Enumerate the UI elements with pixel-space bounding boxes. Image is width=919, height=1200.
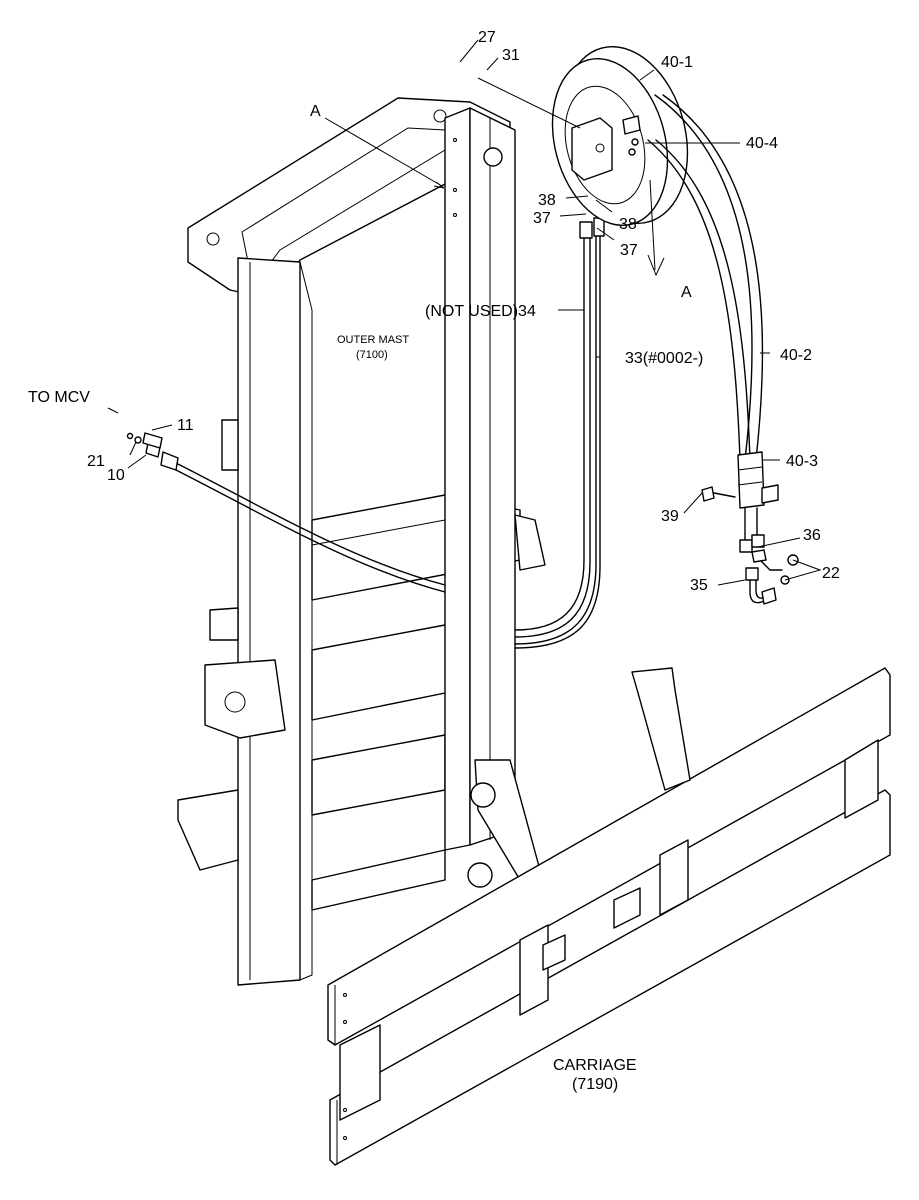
section-mark-a-bottom: A <box>681 284 692 301</box>
callout-21: 21 <box>87 453 105 470</box>
hose-40-2 <box>647 94 779 553</box>
section-marks: A A <box>310 103 692 301</box>
callout-40-2: 40-2 <box>780 347 812 364</box>
callout-27: 27 <box>478 29 496 46</box>
callout-36: 36 <box>803 527 821 544</box>
to-mcv-label: TO MCV <box>28 389 90 406</box>
callout-31: 31 <box>502 47 520 64</box>
hose-33-34 <box>514 217 605 649</box>
carriage-label: CARRIAGE <box>553 1057 637 1074</box>
callout-39: 39 <box>661 508 679 525</box>
callout-40-1: 40-1 <box>661 54 693 71</box>
inner-mast-rail <box>444 107 546 888</box>
leader-lines <box>107 39 822 586</box>
section-mark-a-top: A <box>310 103 321 120</box>
callout-37-left: 37 <box>533 210 551 227</box>
callout-10: 10 <box>107 467 125 484</box>
callouts: 27 31 40-1 40-4 38 37 38 37 (NOT USED)34… <box>87 29 840 594</box>
hose-reel <box>551 45 689 227</box>
callout-34: (NOT USED)34 <box>425 303 536 320</box>
outer-mast-label: OUTER MAST <box>337 334 409 346</box>
callout-37-right: 37 <box>620 242 638 259</box>
hose-to-mcv <box>126 432 446 593</box>
callout-33: 33(#0002-) <box>625 350 703 367</box>
carriage-notches <box>343 993 347 1140</box>
callout-38-left: 38 <box>538 192 556 209</box>
callout-35: 35 <box>690 577 708 594</box>
callout-22: 22 <box>822 565 840 582</box>
callout-11: 11 <box>177 417 194 434</box>
carriage-code: (7190) <box>572 1076 618 1093</box>
notes: TO MCV OUTER MAST (7100) CARRIAGE (7190) <box>28 334 637 1093</box>
carriage <box>327 667 891 1166</box>
callout-40-4: 40-4 <box>746 135 778 152</box>
callout-38-right: 38 <box>619 216 637 233</box>
callout-40-3: 40-3 <box>786 453 818 470</box>
outer-mast-code: (7100) <box>356 349 388 361</box>
